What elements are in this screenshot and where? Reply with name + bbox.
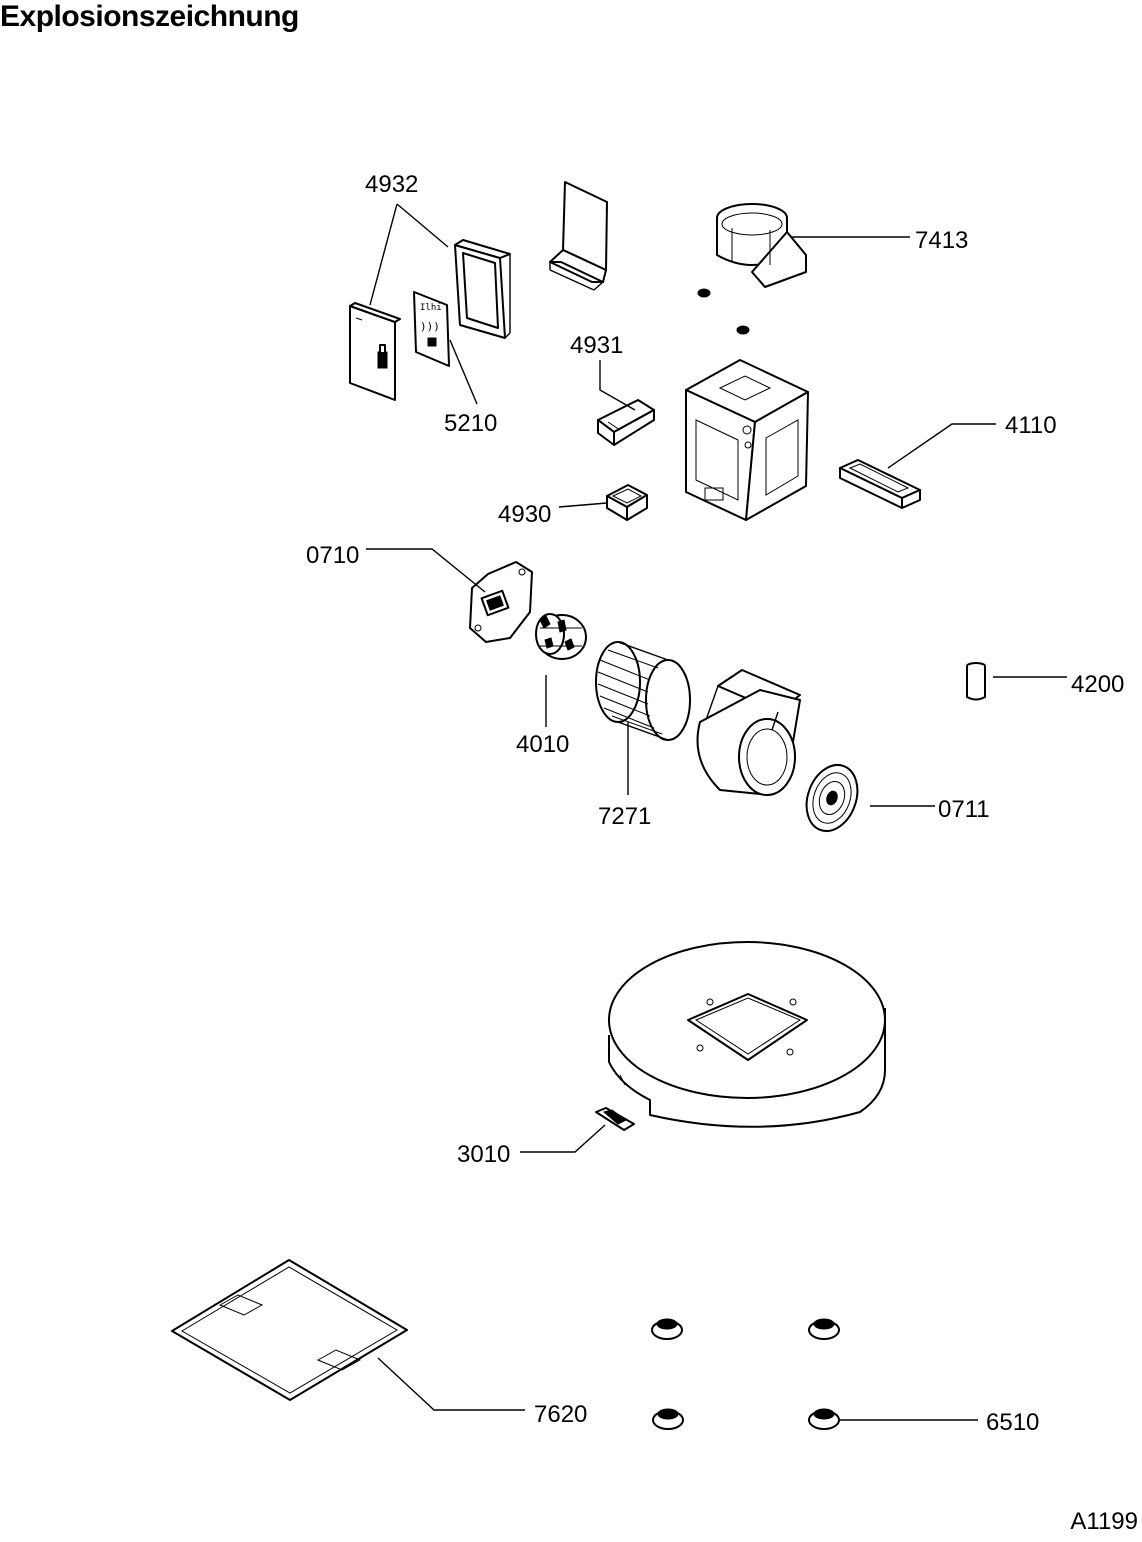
motor-housing-frame <box>685 359 809 521</box>
leader-lines <box>366 203 1067 1421</box>
drawing-reference-number: A1199 <box>1070 1508 1138 1535</box>
part-label-0710: 0710 <box>306 542 359 569</box>
grease-filter <box>171 1259 408 1401</box>
rocker-switch <box>595 1107 635 1131</box>
mounting-screw <box>652 1408 684 1430</box>
part-label-4930: 4930 <box>498 501 551 528</box>
part-label-0711: 0711 <box>938 796 990 823</box>
part-label-4110: 4110 <box>1005 412 1057 439</box>
leader-4930 <box>558 502 608 508</box>
leader-5210 <box>449 339 478 405</box>
mounting-screw <box>808 1318 840 1340</box>
part-label-4200: 4200 <box>1071 671 1124 698</box>
switch-bracket <box>597 399 655 446</box>
part-label-7620: 7620 <box>534 1401 587 1428</box>
part-label-7271: 7271 <box>598 803 651 830</box>
leader-4110 <box>887 423 996 469</box>
mounting-screw <box>808 1408 840 1430</box>
control-label-foil: Ilhi ))) <box>413 291 450 367</box>
svg-text:))): ))) <box>420 320 440 333</box>
part-label-4010: 4010 <box>516 731 569 758</box>
blower-housing <box>696 669 801 796</box>
fan-inlet-grille <box>805 764 859 832</box>
leader-4932-b <box>396 203 449 248</box>
mounting-screw <box>651 1318 683 1340</box>
part-label-3010: 3010 <box>457 1141 510 1168</box>
rubber-buffer <box>697 288 711 298</box>
leader-3010 <box>520 1124 606 1153</box>
motor-mount-plate <box>469 561 533 643</box>
lamp-cover <box>839 459 921 509</box>
part-label-5210: 5210 <box>444 410 497 437</box>
leader-4931 <box>599 360 636 411</box>
switch-box <box>606 484 648 521</box>
part-label-7413: 7413 <box>915 227 968 254</box>
leader-0710 <box>366 548 486 593</box>
hood-canopy <box>608 941 886 1128</box>
air-outlet-connector <box>716 203 807 288</box>
part-labels: 4932 5210 7413 4931 4110 4930 0710 4010 … <box>306 171 1124 1436</box>
control-panel-plate <box>349 302 401 401</box>
halogen-lamp <box>966 662 986 701</box>
mounting-bracket-plate <box>549 181 608 291</box>
part-label-4932: 4932 <box>365 171 418 198</box>
part-label-4931: 4931 <box>570 332 623 359</box>
leader-4932-a <box>369 203 398 306</box>
fan-motor <box>535 613 587 660</box>
fan-impeller <box>595 641 691 741</box>
svg-text:Ilhi: Ilhi <box>420 303 442 313</box>
part-label-6510: 6510 <box>986 1409 1039 1436</box>
control-frame <box>454 239 511 339</box>
leader-7620 <box>377 1357 525 1411</box>
rubber-buffer <box>736 325 750 335</box>
page-title: Explosionszeichnung <box>0 0 299 33</box>
